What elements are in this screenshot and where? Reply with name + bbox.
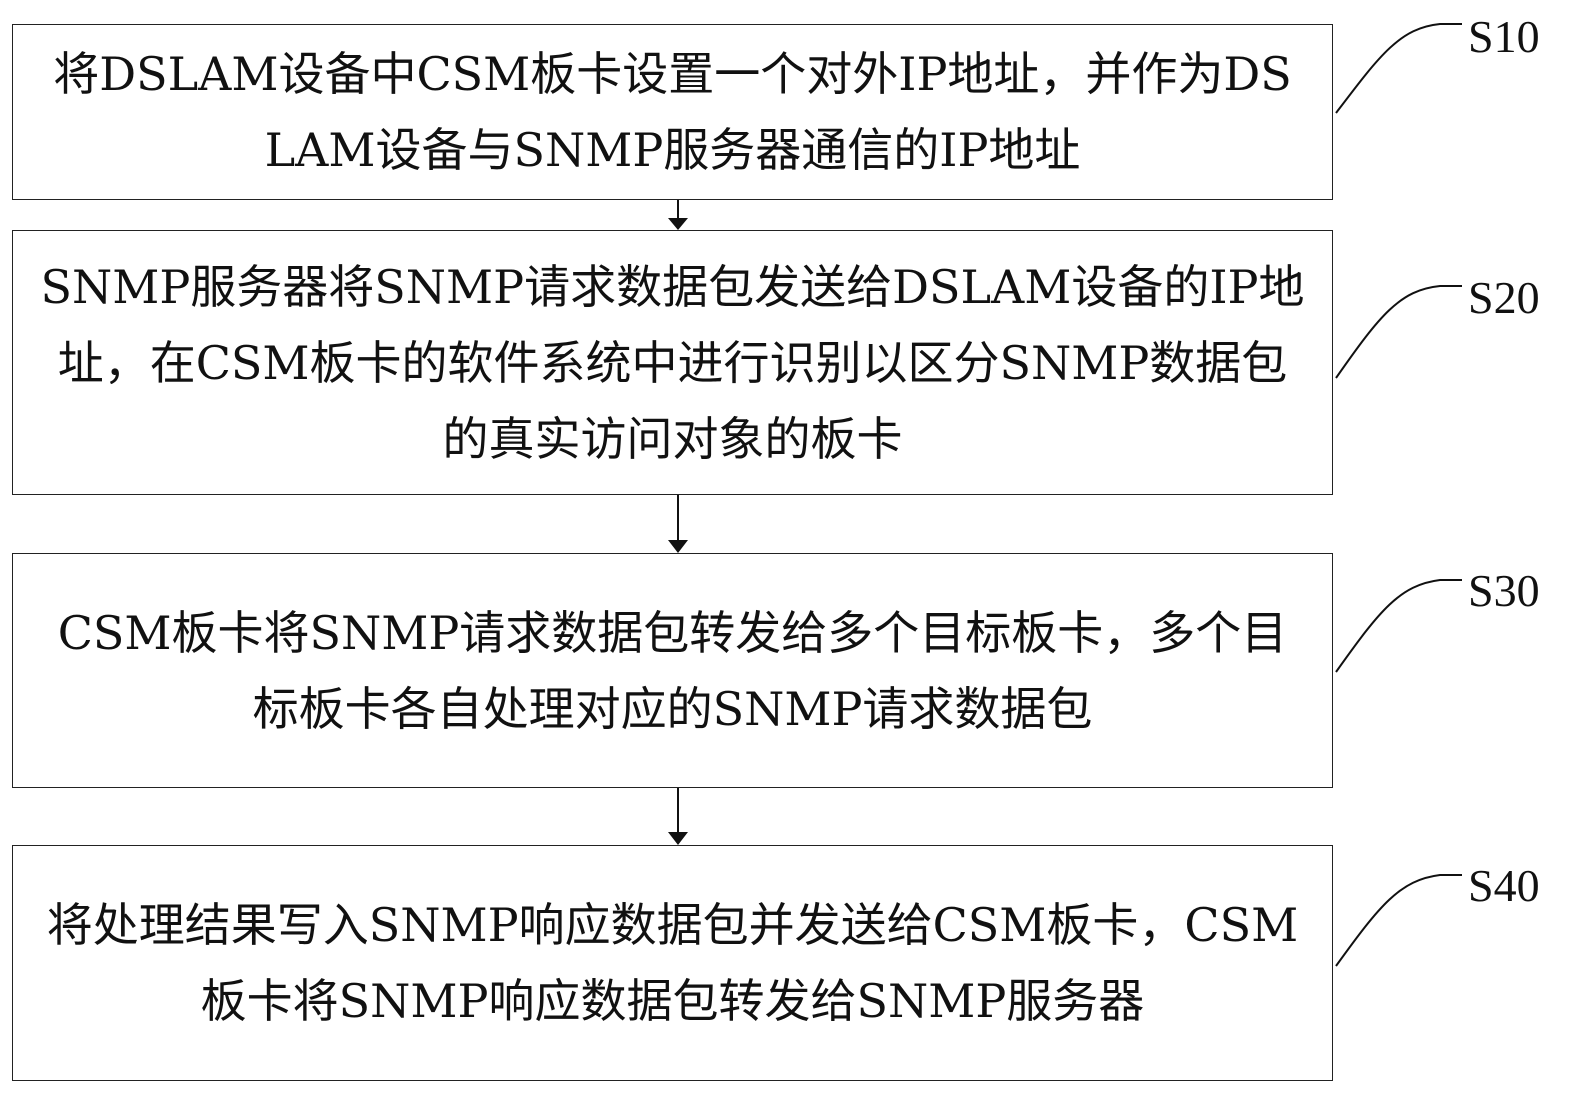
step-label-s20: S20 [1468,272,1540,323]
flow-arrow-1 [668,200,688,230]
leader-line-s10 [1335,23,1462,114]
step-label-s30: S30 [1468,565,1540,616]
step-text-s10: 将DSLAM设备中CSM板卡设置一个对外IP地址，并作为DSLAM设备与SNMP… [53,47,1292,177]
leader-line-s40 [1335,874,1462,967]
step-box-s10: 将DSLAM设备中CSM板卡设置一个对外IP地址，并作为DSLAM设备与SNMP… [12,24,1333,200]
leader-line-s30 [1335,579,1462,673]
flow-arrow-3 [668,788,688,845]
step-label-s40: S40 [1468,860,1540,911]
step-text-s30: CSM板卡将SNMP请求数据包转发给多个目标板卡，多个目标板卡各自处理对应的SN… [57,605,1288,736]
step-box-s30: CSM板卡将SNMP请求数据包转发给多个目标板卡，多个目标板卡各自处理对应的SN… [12,553,1333,788]
step-label-s10: S10 [1468,11,1540,62]
step-text-s20: SNMP服务器将SNMP请求数据包发送给DSLAM设备的IP地址，在CSM板卡的… [40,259,1305,466]
step-text-s40: 将处理结果写入SNMP响应数据包并发送给CSM板卡，CSM板卡将SNMP响应数据… [46,898,1299,1028]
step-box-s40: 将处理结果写入SNMP响应数据包并发送给CSM板卡，CSM板卡将SNMP响应数据… [12,845,1333,1081]
flow-arrow-2 [668,495,688,553]
leader-line-s20 [1335,285,1462,379]
step-box-s20: SNMP服务器将SNMP请求数据包发送给DSLAM设备的IP地址，在CSM板卡的… [12,230,1333,495]
